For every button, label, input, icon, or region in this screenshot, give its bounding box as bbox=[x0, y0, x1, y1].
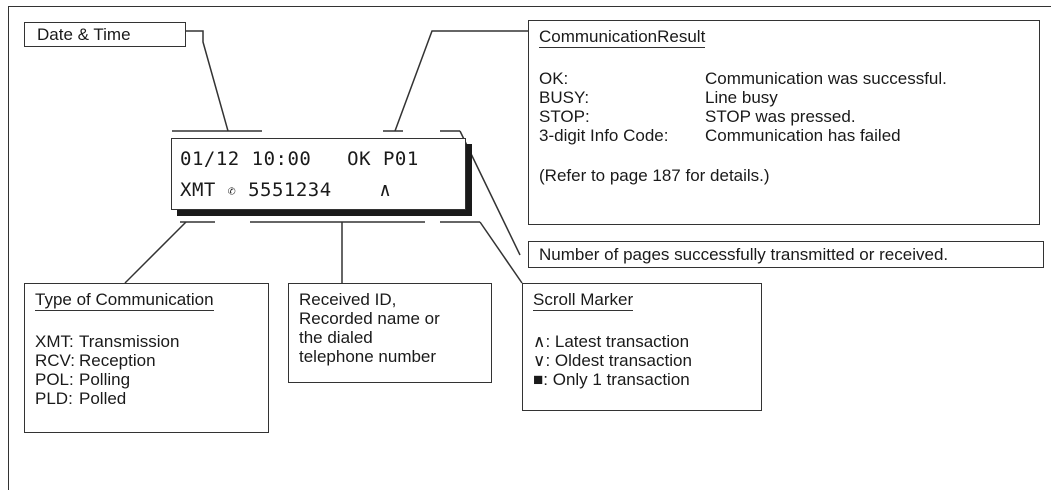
scroll-row: ■: Only 1 transaction bbox=[533, 370, 751, 389]
result-note: (Refer to page 187 for details.) bbox=[539, 166, 770, 185]
date-time-label: Date & Time bbox=[37, 25, 131, 44]
type-key: RCV: bbox=[35, 351, 75, 370]
pages-box: Number of pages successfully transmitted… bbox=[528, 241, 1044, 268]
lcd-line-2: XMT ✆ 5551234 ∧ bbox=[180, 179, 391, 201]
scroll-marker-title: Scroll Marker bbox=[533, 290, 634, 311]
result-row: BUSY: Line busy bbox=[539, 88, 1029, 107]
received-id-line: the dialed bbox=[299, 328, 373, 347]
type-row: POL: Polling bbox=[35, 370, 258, 389]
result-value: Line busy bbox=[705, 88, 778, 107]
type-key: XMT: bbox=[35, 332, 74, 351]
type-of-communication-box: Type of Communication XMT: Transmission R… bbox=[24, 283, 269, 433]
received-id-box: Received ID, Recorded name or the dialed… bbox=[288, 283, 492, 383]
received-id-line: Received ID, bbox=[299, 290, 397, 309]
type-value: Polling bbox=[79, 370, 131, 389]
result-row: STOP: STOP was pressed. bbox=[539, 107, 1029, 126]
result-row: 3-digit Info Code: Communication has fail… bbox=[539, 126, 1029, 145]
scroll-text: : Only 1 transaction bbox=[543, 370, 690, 389]
lcd-display: 01/12 10:00 OK P01 XMT ✆ 5551234 ∧ bbox=[171, 138, 466, 210]
latest-marker-icon: ∧ bbox=[533, 332, 546, 351]
type-key: PLD: bbox=[35, 389, 73, 408]
type-title: Type of Communication bbox=[35, 290, 214, 311]
scroll-row: ∧: Latest transaction bbox=[533, 332, 751, 351]
result-key: BUSY: bbox=[539, 88, 590, 107]
type-key: POL: bbox=[35, 370, 74, 389]
lcd-scroll-marker: ∧ bbox=[379, 179, 392, 201]
result-row: OK: Communication was successful. bbox=[539, 69, 1029, 88]
type-row: XMT: Transmission bbox=[35, 332, 258, 351]
scroll-text: : Oldest transaction bbox=[545, 351, 692, 370]
lcd-number: 5551234 bbox=[248, 179, 332, 201]
received-id-line: Recorded name or bbox=[299, 309, 440, 328]
lcd-line-1: 01/12 10:00 OK P01 bbox=[180, 148, 419, 170]
date-time-box: Date & Time bbox=[24, 22, 186, 47]
scroll-row: ∨: Oldest transaction bbox=[533, 351, 751, 370]
result-value: STOP was pressed. bbox=[705, 107, 856, 126]
diagram-frame bbox=[8, 6, 1051, 490]
result-key: 3-digit Info Code: bbox=[539, 126, 669, 145]
lcd-type: XMT bbox=[180, 179, 216, 201]
result-value: Communication has failed bbox=[705, 126, 901, 145]
pages-label: Number of pages successfully transmitted… bbox=[539, 245, 949, 264]
type-row: RCV:Reception bbox=[35, 351, 258, 370]
oldest-marker-icon: ∨ bbox=[533, 351, 546, 370]
scroll-text: : Latest transaction bbox=[545, 332, 690, 351]
communication-result-box: CommunicationResult OK: Communication was… bbox=[528, 20, 1040, 225]
type-row: PLD: Polled bbox=[35, 389, 258, 408]
single-marker-icon: ■ bbox=[533, 370, 544, 389]
type-value: Polled bbox=[79, 389, 127, 408]
result-key: STOP: bbox=[539, 107, 590, 126]
received-id-line: telephone number bbox=[299, 347, 437, 366]
communication-result-title: CommunicationResult bbox=[539, 27, 706, 48]
result-value: Communication was successful. bbox=[705, 69, 947, 88]
type-value: Transmission bbox=[79, 332, 180, 351]
result-key: OK: bbox=[539, 69, 569, 88]
type-value: Reception bbox=[79, 351, 156, 370]
phone-handset-icon: ✆ bbox=[227, 184, 237, 199]
scroll-marker-box: Scroll Marker ∧: Latest transaction ∨: O… bbox=[522, 283, 762, 411]
